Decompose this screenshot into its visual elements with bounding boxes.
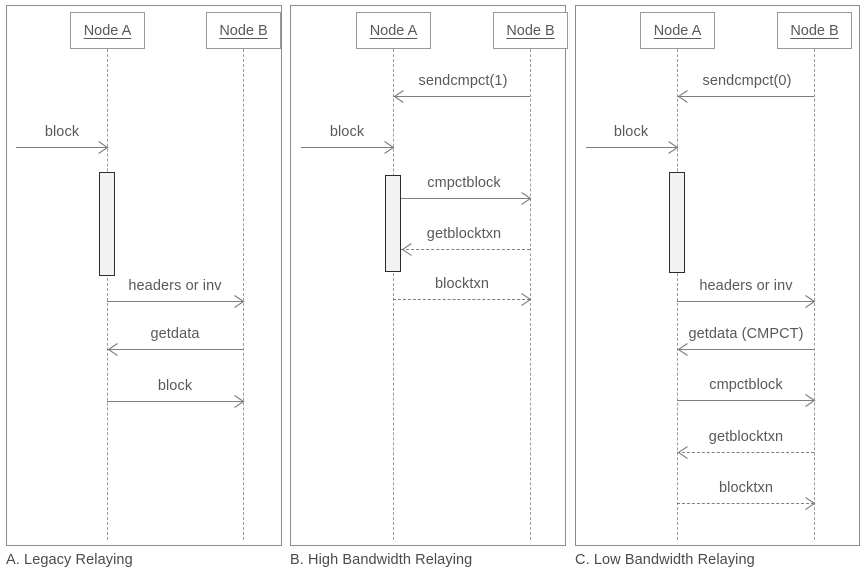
panel-a-caption: A. Legacy Relaying bbox=[6, 552, 133, 568]
panel-c-arrowhead-headers-or-inv bbox=[805, 295, 816, 308]
panel-c-message-line-getblocktxn bbox=[677, 452, 814, 453]
panel-b-message-line-block-in bbox=[301, 147, 393, 148]
panel-b-node-a-box: Node A bbox=[356, 12, 431, 49]
panel-c-message-label-headers-or-inv: headers or inv bbox=[699, 278, 793, 294]
panel-a-message-line-block-out bbox=[107, 401, 243, 402]
panel-a-node-b-lifeline bbox=[243, 49, 244, 540]
panel-a-node-b-box: Node B bbox=[206, 12, 281, 49]
panel-b-arrowhead-blocktxn bbox=[521, 293, 532, 306]
panel-a-arrowhead-getdata bbox=[107, 343, 118, 356]
panel-c-message-line-cmpctblock bbox=[677, 400, 814, 401]
panel-c-message-line-headers-or-inv bbox=[677, 301, 814, 302]
panel-b-arrowhead-getblocktxn bbox=[401, 243, 412, 256]
panel-b-message-line-getblocktxn bbox=[401, 249, 530, 250]
panel-c-arrowhead-sendcmpct bbox=[677, 90, 688, 103]
panel-b-arrowhead-cmpctblock bbox=[521, 192, 532, 205]
panel-b-node-b-label: Node B bbox=[506, 22, 555, 39]
panel-b-caption: B. High Bandwidth Relaying bbox=[290, 552, 473, 568]
panel-a-arrowhead-block-out bbox=[234, 395, 245, 408]
panel-c-caption: C. Low Bandwidth Relaying bbox=[575, 552, 755, 568]
panel-a-node-b-label: Node B bbox=[219, 22, 268, 39]
panel-c-arrowhead-cmpctblock bbox=[805, 394, 816, 407]
panel-c-activation-bar bbox=[669, 172, 685, 273]
panel-b-node-a-label: Node A bbox=[369, 22, 418, 39]
panel-c-message-label-block-in: block bbox=[613, 124, 649, 140]
panel-b-message-label-cmpctblock: cmpctblock bbox=[427, 175, 501, 191]
panel-b-arrowhead-sendcmpct bbox=[393, 90, 404, 103]
panel-c-message-label-sendcmpct: sendcmpct(0) bbox=[702, 73, 792, 89]
panel-b-message-label-block-in: block bbox=[329, 124, 365, 140]
panel-b-message-label-getblocktxn: getblocktxn bbox=[426, 226, 502, 242]
panel-b-node-b-box: Node B bbox=[493, 12, 568, 49]
panel-a-message-label-getdata: getdata bbox=[150, 326, 200, 342]
panel-b-message-line-cmpctblock bbox=[401, 198, 530, 199]
panel-c-node-b-lifeline bbox=[814, 49, 815, 540]
panel-b-activation-bar bbox=[385, 175, 401, 272]
panel-c-arrowhead-getdata-cmpct bbox=[677, 343, 688, 356]
panel-a-node-a-label: Node A bbox=[83, 22, 132, 39]
panel-c-node-b-box: Node B bbox=[777, 12, 852, 49]
panel-c-message-line-blocktxn bbox=[677, 503, 814, 504]
panel-b-node-a-lifeline bbox=[393, 49, 394, 540]
panel-a-message-label-block-out: block bbox=[157, 378, 193, 394]
panel-a-node-a-box: Node A bbox=[70, 12, 145, 49]
panel-a-message-label-headers-or-inv: headers or inv bbox=[128, 278, 222, 294]
panel-a-arrowhead-headers-or-inv bbox=[234, 295, 245, 308]
panel-a-node-a-lifeline bbox=[107, 49, 108, 540]
panel-c-message-label-blocktxn: blocktxn bbox=[719, 480, 773, 496]
panel-high-bandwidth-relaying bbox=[290, 5, 566, 546]
panel-a-message-label-block-in: block bbox=[44, 124, 80, 140]
panel-a-message-line-block-in bbox=[16, 147, 107, 148]
panel-a-message-line-headers-or-inv bbox=[107, 301, 243, 302]
panel-b-message-line-sendcmpct bbox=[393, 96, 530, 97]
panel-b-message-label-blocktxn: blocktxn bbox=[435, 276, 489, 292]
panel-c-arrowhead-block-in bbox=[668, 141, 679, 154]
panel-c-message-label-getblocktxn: getblocktxn bbox=[708, 429, 784, 445]
panel-c-node-a-box: Node A bbox=[640, 12, 715, 49]
panel-c-node-b-label: Node B bbox=[790, 22, 839, 39]
panel-a-activation-bar bbox=[99, 172, 115, 276]
panel-c-arrowhead-blocktxn bbox=[805, 497, 816, 510]
panel-c-message-line-sendcmpct bbox=[677, 96, 814, 97]
panel-c-message-label-cmpctblock: cmpctblock bbox=[709, 377, 783, 393]
panel-b-message-label-sendcmpct: sendcmpct(1) bbox=[418, 73, 508, 89]
panel-low-bandwidth-relaying bbox=[575, 5, 860, 546]
panel-b-message-line-blocktxn bbox=[393, 299, 530, 300]
panel-b-node-b-lifeline bbox=[530, 49, 531, 540]
panel-c-message-line-block-in bbox=[586, 147, 677, 148]
panel-c-message-line-getdata-cmpct bbox=[677, 349, 814, 350]
panel-c-arrowhead-getblocktxn bbox=[677, 446, 688, 459]
panel-a-message-line-getdata bbox=[107, 349, 243, 350]
panel-c-node-a-lifeline bbox=[677, 49, 678, 540]
panel-b-arrowhead-block-in bbox=[384, 141, 395, 154]
panel-c-node-a-label: Node A bbox=[653, 22, 702, 39]
panel-c-message-label-getdata-cmpct: getdata (CMPCT) bbox=[688, 326, 804, 342]
panel-legacy-relaying bbox=[6, 5, 282, 546]
panel-a-arrowhead-block-in bbox=[98, 141, 109, 154]
